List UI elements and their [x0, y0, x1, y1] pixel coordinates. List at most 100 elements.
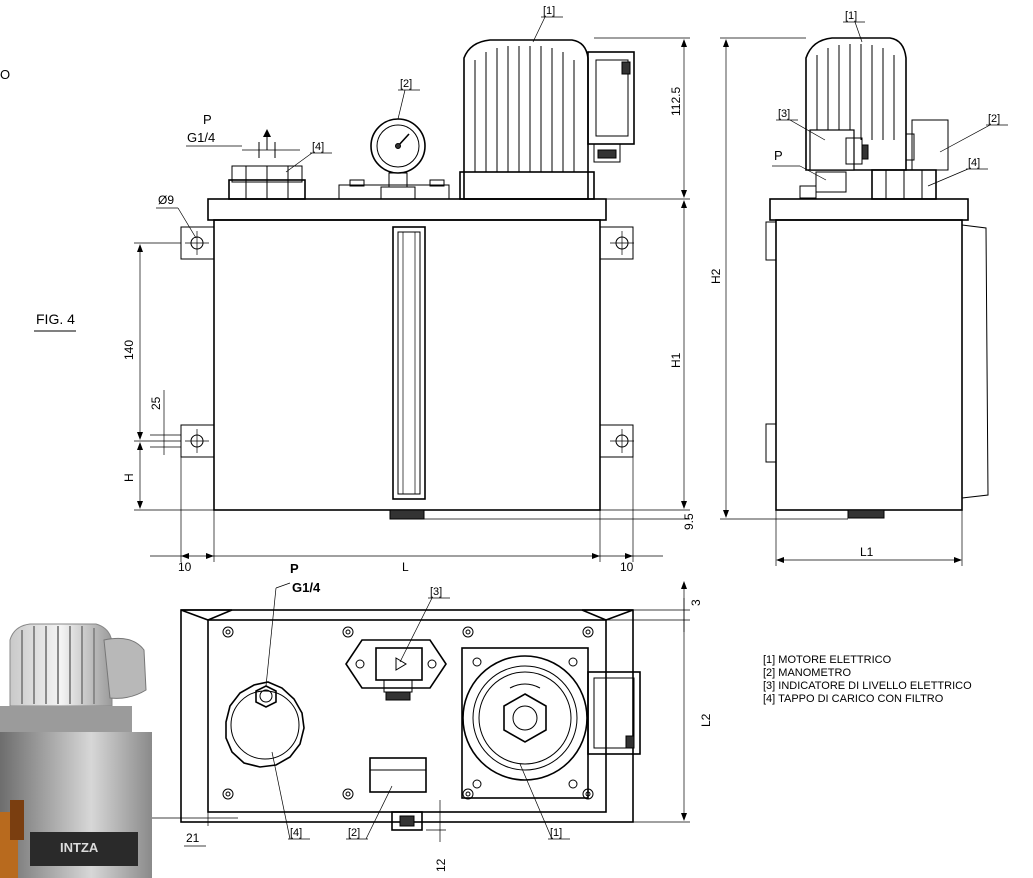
svg-text:[3]: [3]: [430, 586, 442, 598]
level-sight-glass: [392, 226, 426, 500]
mounting-lug: [599, 424, 634, 458]
svg-text:[4]: [4]: [968, 157, 980, 169]
electric-motor: [459, 39, 635, 200]
valve-block: [338, 179, 450, 200]
dimension-base-height: H: [122, 442, 214, 511]
callout-motor: [1]: [532, 5, 563, 43]
svg-text:112.5: 112.5: [669, 87, 683, 116]
svg-text:L1: L1: [860, 545, 874, 559]
svg-text:3: 3: [689, 599, 703, 606]
bolt-hole: [582, 626, 594, 638]
legend-item: [4] TAPPO DI CARICO CON FILTRO: [763, 693, 944, 705]
side-motor: [805, 37, 949, 171]
callout-top-cap: [4]: [271, 751, 310, 840]
svg-text:140: 140: [122, 340, 136, 360]
bolt-hole: [222, 626, 234, 638]
pressure-port: [255, 685, 277, 708]
svg-text:G1/4: G1/4: [187, 130, 215, 145]
dimension-side-width: L1: [775, 510, 963, 566]
svg-text:G1/4: G1/4: [292, 580, 321, 595]
dimension-total-height: H2: [709, 37, 848, 520]
dimension-margin-right: 10: [620, 560, 634, 574]
dimension-motor-height: 112.5: [594, 37, 690, 200]
svg-text:21: 21: [186, 831, 200, 845]
svg-text:[1]: [1]: [550, 827, 562, 839]
bolt-hole: [462, 626, 474, 638]
port-label-top: P G1/4: [265, 561, 321, 687]
side-view: [1] [3] [2] [4] P: [709, 10, 1008, 566]
dimension-hole-spacing: 140: [122, 242, 181, 442]
dimension-plate-offset: 21: [150, 812, 238, 847]
legend-item: [1] MOTORE ELETTRICO: [763, 654, 892, 666]
svg-text:12: 12: [434, 858, 448, 872]
svg-text:[2]: [2]: [988, 113, 1000, 125]
svg-text:[1]: [1]: [543, 5, 555, 17]
product-photo: INTZA: [0, 623, 152, 878]
svg-text:[3]: [3]: [778, 108, 790, 120]
legend-item: [3] INDICATORE DI LIVELLO ELETTRICO: [763, 680, 972, 692]
callout-top-level: [3]: [399, 586, 450, 663]
dimension-tank-height: H1: [600, 200, 690, 511]
bolt-hole: [342, 788, 354, 800]
callout-gauge: [2]: [397, 78, 420, 120]
top-filler-cap: [225, 681, 305, 768]
side-tank-body: [775, 219, 963, 511]
callout-cap: [4]: [285, 141, 332, 173]
dimension-margin-left: 10: [178, 560, 192, 574]
top-gauge: [369, 757, 427, 793]
tank-body: [213, 219, 601, 511]
drain-plug: [389, 509, 425, 520]
svg-text:[2]: [2]: [400, 78, 412, 90]
top-view: [3] [4] [2] [1] P G1/4: [150, 561, 713, 872]
port-label-front: P G1/4: [186, 112, 300, 158]
dimension-length: L: [150, 457, 663, 574]
callout-top-motor: [1]: [519, 763, 570, 840]
corner-text: O: [0, 67, 10, 82]
mounting-lug: [180, 424, 215, 458]
bolt-hole: [222, 788, 234, 800]
bolt-hole: [462, 788, 474, 800]
top-motor: [461, 647, 641, 799]
svg-text:FIG. 4: FIG. 4: [36, 311, 75, 327]
svg-text:L: L: [402, 560, 409, 574]
svg-text:L2: L2: [699, 713, 713, 727]
callout-side-cap: [4]: [927, 157, 988, 187]
svg-text:Ø9: Ø9: [158, 193, 174, 207]
svg-text:H1: H1: [669, 352, 683, 368]
tank-lid: [207, 198, 607, 221]
photo-brand-text: INTZA: [60, 840, 99, 855]
svg-text:[4]: [4]: [290, 827, 302, 839]
mounting-lug: [180, 226, 215, 260]
callout-side-gauge: [2]: [939, 113, 1008, 153]
svg-text:H2: H2: [709, 268, 723, 284]
dimension-bottom-offset: 9.5: [424, 513, 696, 530]
svg-text:9.5: 9.5: [682, 513, 696, 530]
bolt-hole: [342, 626, 354, 638]
top-level-indicator: [345, 639, 447, 701]
svg-text:25: 25: [149, 396, 163, 410]
callout-side-level: [3]: [776, 108, 826, 141]
svg-text:[4]: [4]: [312, 141, 324, 153]
dimension-mount-hole: Ø9: [156, 193, 197, 239]
callout-top-gauge: [2]: [346, 785, 393, 840]
mounting-lug: [599, 226, 634, 260]
svg-text:[2]: [2]: [348, 827, 360, 839]
legend: [1] MOTORE ELETTRICO [2] MANOMETRO [3] I…: [763, 654, 972, 706]
front-view: [1] [2] [4] P G1/4 Ø9: [122, 5, 696, 574]
callout-side-motor: [1]: [843, 10, 865, 43]
dimension-plug-offset: 12: [426, 800, 448, 872]
svg-text:P: P: [290, 561, 299, 576]
svg-text:P: P: [774, 148, 783, 163]
dimension-top-depth: L2: [633, 581, 713, 823]
svg-text:P: P: [203, 112, 212, 127]
filler-cap: [228, 165, 306, 200]
dimension-hole-offset: 25: [149, 390, 181, 455]
side-level-indicator: [809, 129, 869, 171]
side-port-label: P: [772, 148, 827, 181]
svg-text:H: H: [122, 473, 136, 482]
legend-item: [2] MANOMETRO: [763, 667, 852, 679]
pressure-gauge: [370, 118, 426, 200]
svg-text:[1]: [1]: [845, 10, 857, 22]
figure-label: FIG. 4: [34, 311, 76, 332]
